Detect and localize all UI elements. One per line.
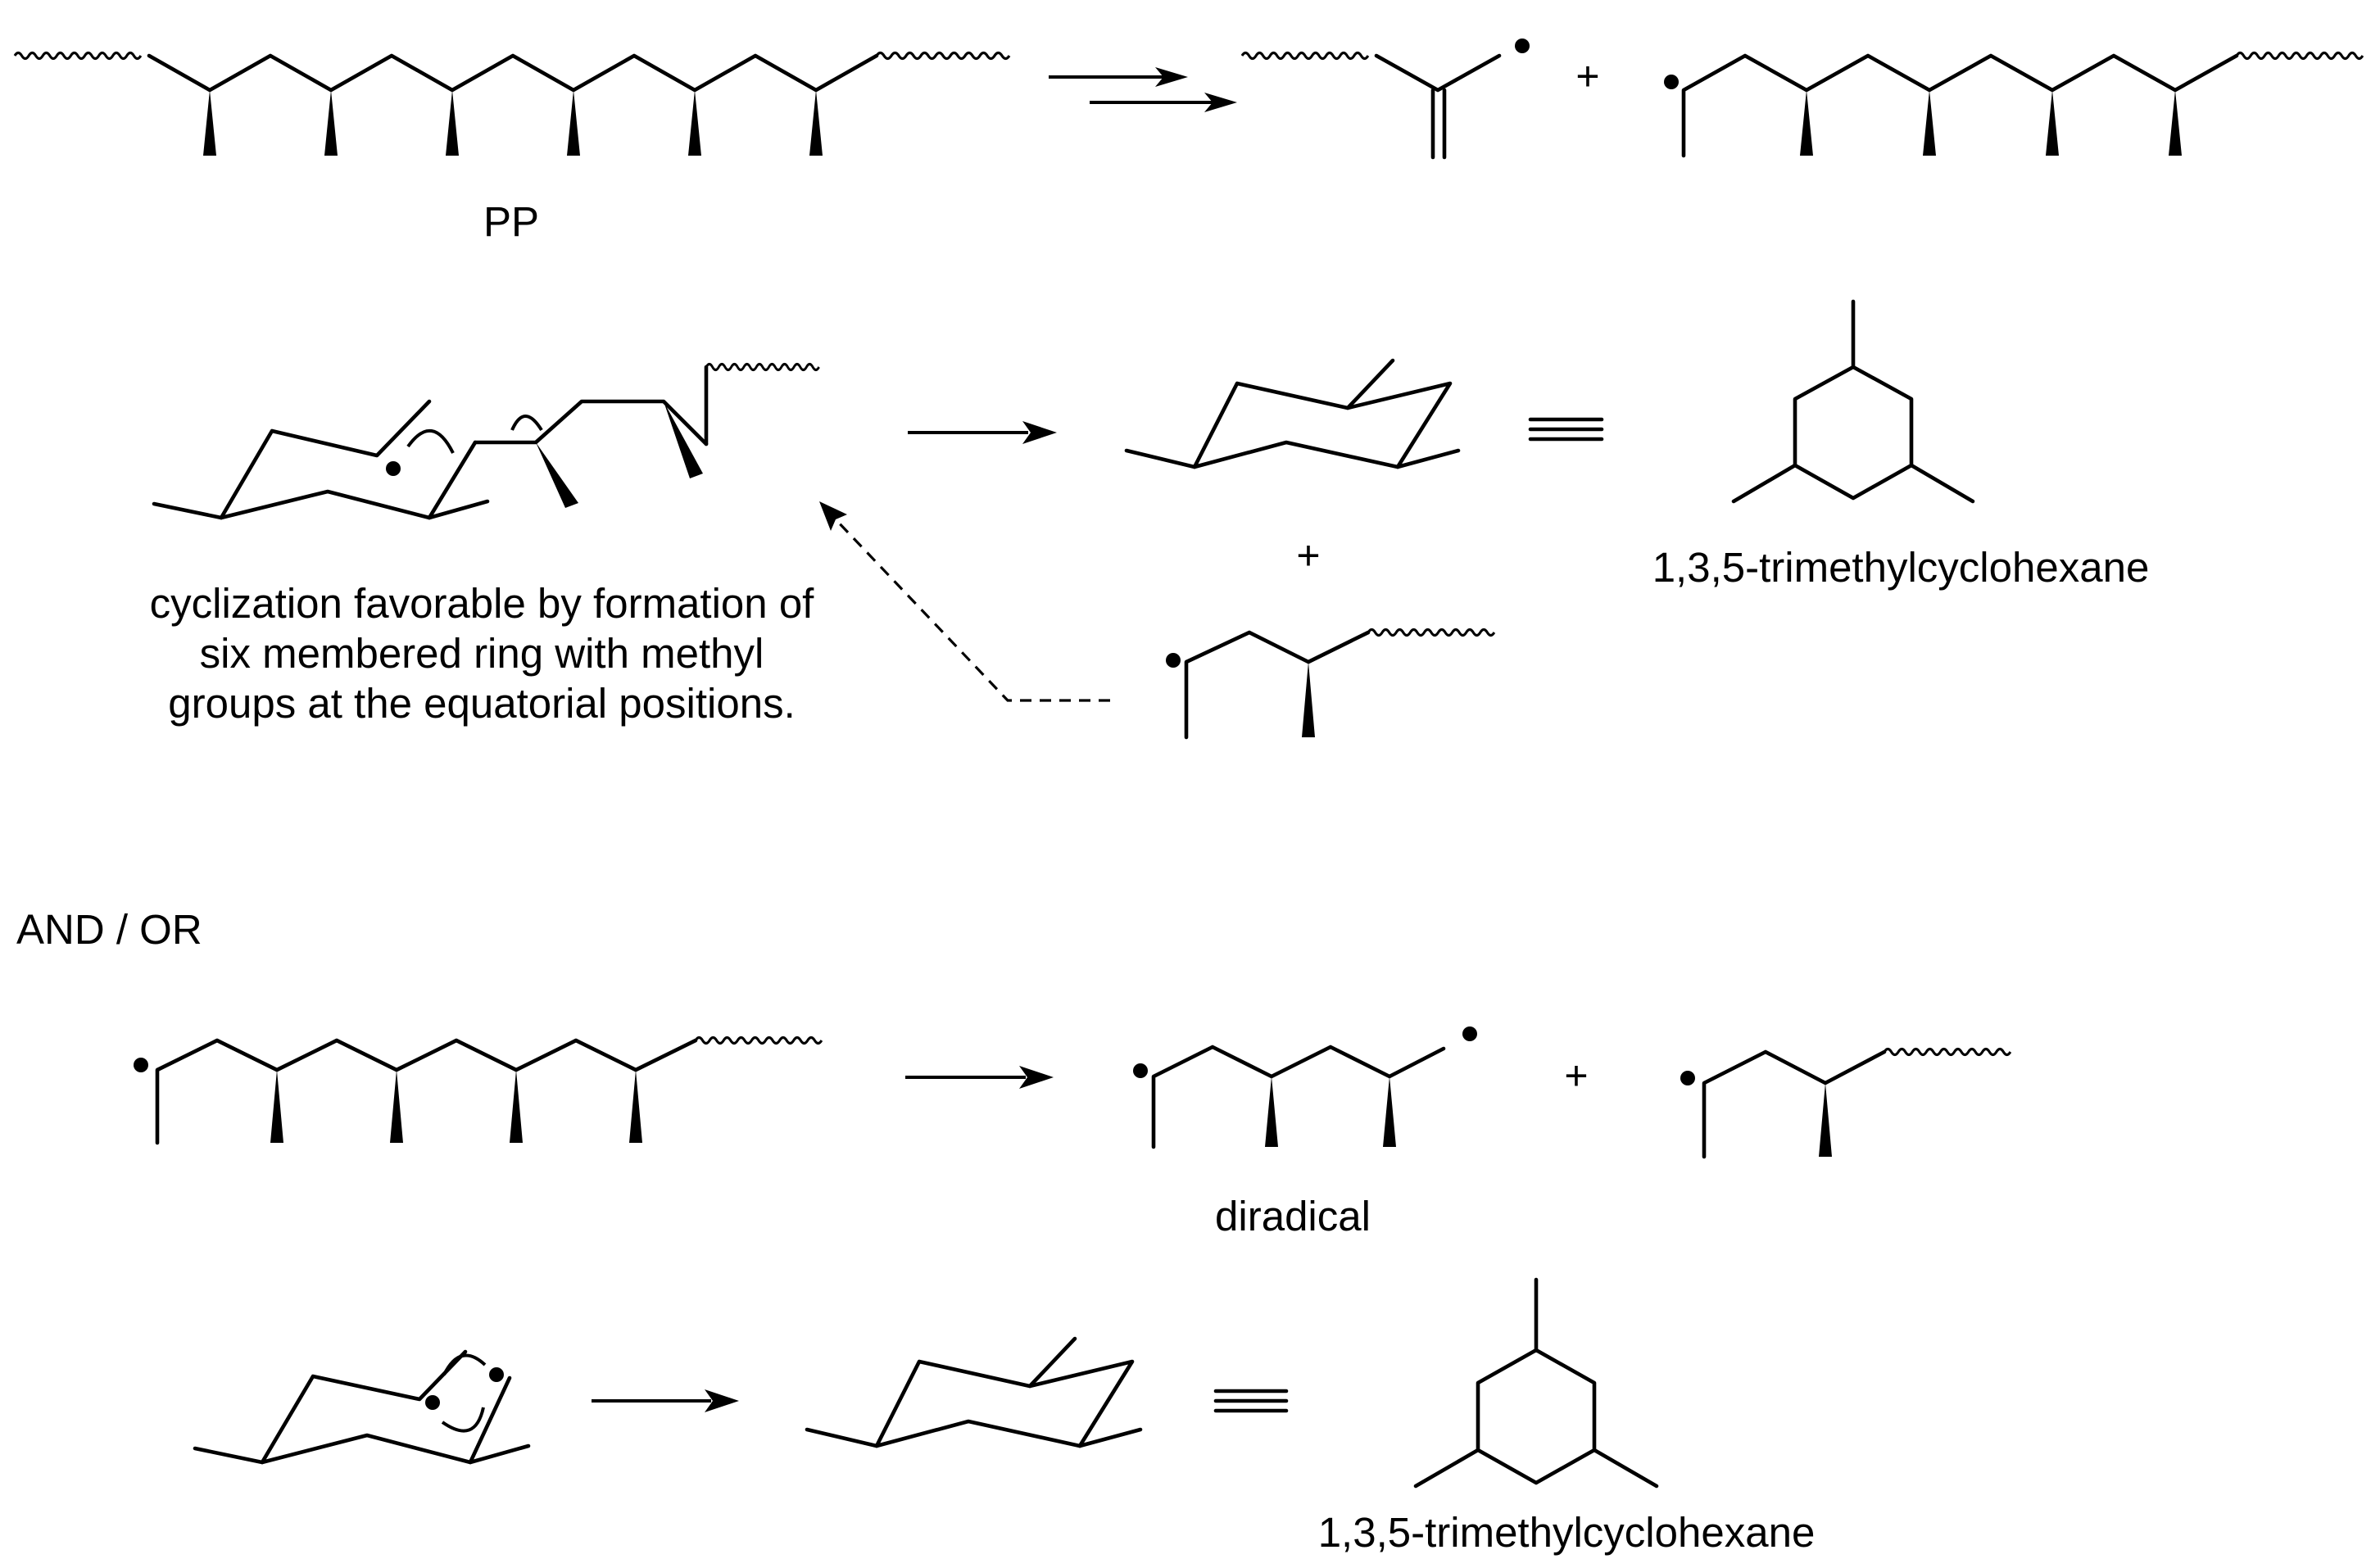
diradical-structure bbox=[1133, 1026, 1477, 1149]
curved-electron-arrow-icon bbox=[442, 1353, 487, 1375]
wavy-bond-icon bbox=[13, 51, 143, 61]
trimethylcyclohexane-structure bbox=[1731, 299, 1975, 504]
pp-label: PP bbox=[483, 198, 540, 245]
dashed-arrow-icon bbox=[819, 501, 1110, 702]
cyclization-note: cyclization favorable by formation of si… bbox=[149, 580, 814, 727]
radical-dot-icon bbox=[1664, 75, 1679, 89]
reaction-arrow-icon bbox=[905, 1066, 1054, 1089]
radical-dot-icon bbox=[386, 461, 401, 476]
radical-dot-icon bbox=[134, 1058, 148, 1072]
reaction-arrow-icon bbox=[908, 421, 1057, 444]
curved-electron-arrow-icon bbox=[510, 415, 543, 432]
radical-dot-icon bbox=[1515, 39, 1530, 53]
trimethylcyclohexane-structure bbox=[1413, 1277, 1659, 1489]
primary-radical-chain bbox=[1664, 51, 2364, 158]
curved-electron-arrow-icon bbox=[441, 1407, 485, 1433]
equivalence-sign-icon bbox=[1528, 417, 1604, 442]
plus-sign: + bbox=[1575, 53, 1599, 99]
radical-dot-icon bbox=[1166, 653, 1181, 668]
curved-electron-arrow-icon bbox=[406, 429, 455, 454]
radical-dot-icon bbox=[1462, 1026, 1477, 1041]
polypropylene-chain bbox=[13, 51, 1011, 156]
wavy-bond-icon bbox=[2235, 51, 2364, 61]
radical-chain-short bbox=[1680, 1047, 2012, 1159]
wavy-bond-icon bbox=[1367, 628, 1496, 637]
wavy-bond-icon bbox=[705, 362, 821, 372]
alkene-radical-fragment bbox=[1240, 39, 1530, 160]
and-or-label: AND / OR bbox=[16, 906, 202, 953]
diradical-label: diradical bbox=[1215, 1193, 1371, 1239]
wavy-bond-icon bbox=[875, 51, 1011, 61]
radical-chain-long bbox=[134, 1036, 823, 1145]
wavy-bond-icon bbox=[1883, 1047, 2012, 1057]
reaction-arrow-icon bbox=[592, 1389, 739, 1412]
radical-dot-icon bbox=[1133, 1063, 1148, 1078]
multistep-arrow-icon bbox=[1049, 67, 1237, 112]
plus-sign: + bbox=[1564, 1053, 1588, 1099]
wavy-bond-icon bbox=[1240, 51, 1370, 61]
diradical-chair bbox=[193, 1349, 531, 1465]
chair-cyclization-precursor bbox=[152, 362, 821, 520]
radical-dot-icon bbox=[1680, 1071, 1695, 1085]
plus-sign: + bbox=[1296, 532, 1320, 578]
equivalence-sign-icon bbox=[1213, 1389, 1289, 1413]
radical-chain-fragment bbox=[1166, 628, 1496, 740]
product-label-1: 1,3,5-trimethylcyclohexane bbox=[1652, 544, 2150, 591]
chair-cyclohexane-product bbox=[1124, 358, 1461, 469]
radical-dot-icon bbox=[425, 1395, 440, 1410]
radical-dot-icon bbox=[489, 1367, 504, 1382]
wavy-bond-icon bbox=[694, 1036, 823, 1045]
chair-cyclohexane-product bbox=[805, 1336, 1143, 1448]
product-label-2: 1,3,5-trimethylcyclohexane bbox=[1317, 1509, 1816, 1556]
